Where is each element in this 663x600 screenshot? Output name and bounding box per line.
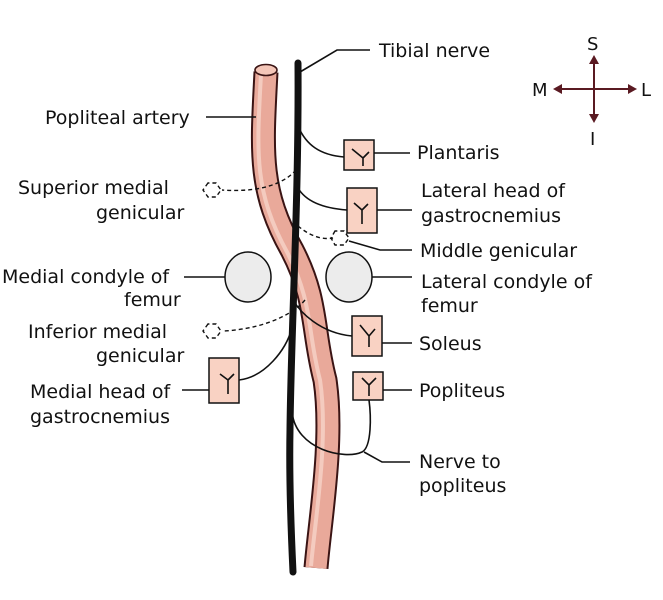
compass-label-superior: S <box>587 34 598 55</box>
label-middle-genicular: Middle genicular <box>420 240 577 262</box>
popliteal-artery <box>250 63 341 570</box>
label-popliteal-artery: Popliteal artery <box>45 107 190 129</box>
label-plantaris: Plantaris <box>417 142 500 164</box>
label-nerve-to-popliteus-line1: Nerve to <box>419 451 501 473</box>
lateral-condyle <box>325 251 373 303</box>
compass-arrow-up-icon <box>589 55 599 64</box>
tibial-nerve <box>286 59 302 576</box>
compass-arrow-right-icon <box>628 84 637 94</box>
label-medial-head-line2: gastrocnemius <box>30 406 170 428</box>
label-lateral-condyle-line1: Lateral condyle of <box>421 271 593 293</box>
label-nerve-to-popliteus-line2: popliteus <box>419 475 506 497</box>
popliteal-artery-cut-end <box>254 63 278 77</box>
branch-to-medial-head <box>238 327 293 381</box>
branch-to-soleus <box>292 299 353 337</box>
compass-label-inferior: I <box>590 129 595 150</box>
label-superior-medial-genicular-line1: Superior medial <box>18 177 169 199</box>
nerve-to-popliteus-branch <box>291 399 372 456</box>
label-inferior-medial-genicular-line1: Inferior medial <box>28 321 167 343</box>
superior-medial-genicular-artery <box>202 169 297 198</box>
label-medial-head-line1: Medial head of <box>30 381 171 403</box>
leader-tibial-nerve <box>299 49 370 73</box>
label-superior-medial-genicular-line2: genicular <box>96 202 184 224</box>
branch-to-lateral-head <box>297 187 348 211</box>
label-inferior-medial-genicular-line2: genicular <box>96 345 184 367</box>
compass-arrow-left-icon <box>553 84 562 94</box>
popliteal-artery-highlight <box>256 73 325 567</box>
label-medial-condyle-line1: Medial condyle of <box>2 266 170 288</box>
medial-condyle <box>224 251 272 303</box>
label-lateral-condyle-line2: femur <box>421 295 478 317</box>
label-popliteus: Popliteus <box>419 380 505 402</box>
label-lateral-head-line2: gastrocnemius <box>421 205 561 227</box>
popliteus-muscle-box <box>352 371 384 401</box>
compass-arrow-down-icon <box>589 114 599 123</box>
medial-head-gastrocnemius-box <box>208 357 240 404</box>
middle-genicular-artery <box>297 225 350 246</box>
orientation-compass <box>553 55 637 123</box>
branch-to-plantaris <box>297 125 345 158</box>
label-tibial-nerve: Tibial nerve <box>378 40 490 62</box>
label-medial-condyle-line2: femur <box>124 289 181 311</box>
label-soleus: Soleus <box>419 333 482 355</box>
soleus-muscle-box <box>351 315 383 357</box>
leader-middle-genicular <box>348 240 412 251</box>
lateral-head-gastrocnemius-box <box>346 187 378 234</box>
label-lateral-head-line1: Lateral head of <box>421 180 566 202</box>
compass-label-medial: M <box>532 80 548 101</box>
compass-label-lateral: L <box>641 80 651 101</box>
popliteal-artery-body <box>252 71 339 569</box>
leader-nerve-to-popliteus <box>363 451 410 463</box>
inferior-medial-genicular-artery <box>202 299 306 339</box>
plantaris-muscle-box <box>343 139 375 171</box>
